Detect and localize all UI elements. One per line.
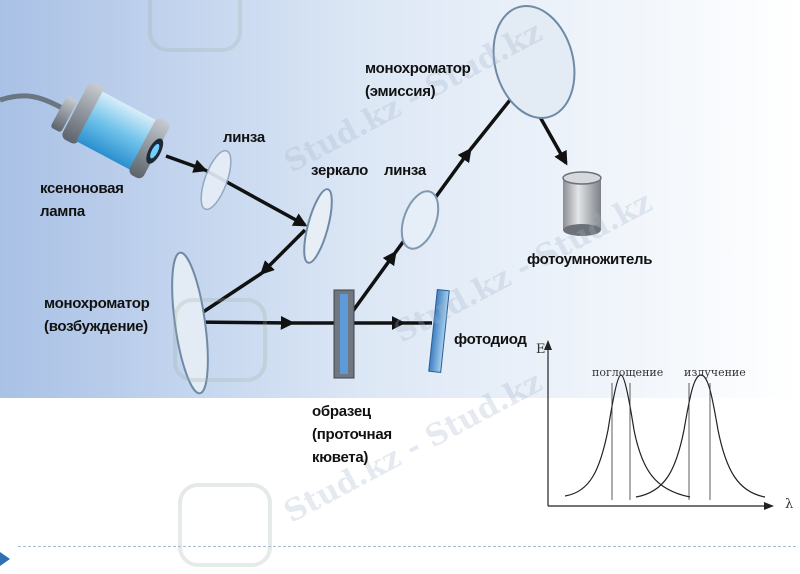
graph-x-axis-label: λ: [785, 497, 794, 512]
excitation-monochromator: [171, 251, 209, 395]
label-photodiode: фотодиод: [454, 331, 527, 348]
footer-divider: [18, 546, 796, 547]
label-photomultiplier: фотоумножитель: [527, 251, 653, 268]
label-excitation-monochromator: монохроматор(возбуждение): [44, 295, 150, 335]
graph-peak-absorption-label: поглощение: [592, 366, 664, 379]
spectrum-graph: [544, 340, 774, 510]
emission-curve: [635, 374, 766, 498]
absorption-curve: [564, 374, 691, 498]
emission-monochromator: [492, 5, 576, 119]
label-emission-monochromator: монохроматор(эмиссия): [365, 60, 471, 100]
background-panel: [0, 0, 800, 398]
sample-cuvette: [333, 289, 355, 379]
label-lens-2: линза: [384, 162, 426, 179]
next-slide-arrow-icon[interactable]: [0, 552, 10, 566]
graph-peak-emission-label: излучение: [684, 366, 746, 379]
graph-y-axis-label: E: [536, 342, 546, 357]
lens-1: [200, 149, 232, 211]
label-lens-1: линза: [223, 129, 265, 146]
watermark-logo: [148, 0, 272, 567]
photomultiplier: [562, 171, 602, 236]
xenon-lamp: [0, 82, 170, 179]
photodiode: [428, 289, 450, 373]
mirror: [303, 188, 333, 264]
lens-2: [400, 190, 440, 250]
label-mirror: зеркало: [311, 162, 369, 179]
